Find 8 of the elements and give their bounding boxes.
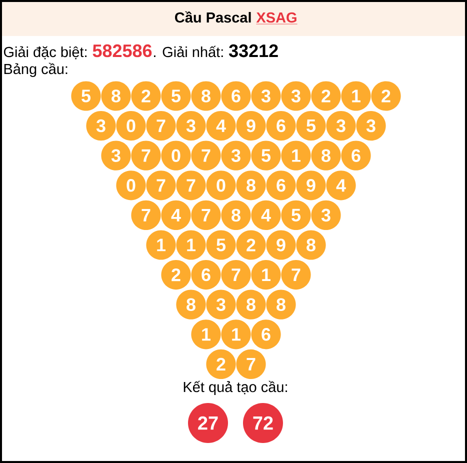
section-label: Kết quả tạo cầu: — [184, 380, 287, 395]
prize-label: . Giải nhất: — [154, 46, 223, 58]
prize-number: 582586 — [92, 44, 152, 58]
section-label: Bảng cầu: — [4, 62, 68, 77]
prize-label: Giải đặc biệt: — [4, 46, 86, 60]
heading: Cầu Pascal — [175, 11, 251, 23]
prize-number: 33212 — [228, 44, 278, 58]
link: XSAG — [256, 12, 298, 24]
